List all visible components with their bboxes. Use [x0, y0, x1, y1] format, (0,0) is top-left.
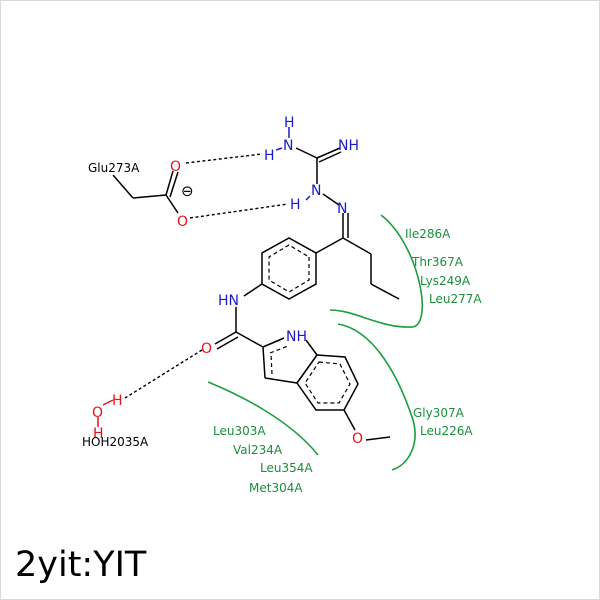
- charge-symbol: ⊖: [181, 182, 194, 200]
- residue-met304: Met304A: [249, 481, 303, 495]
- residue-leu226: Leu226A: [420, 424, 473, 438]
- water-label: HOH2035A: [82, 435, 149, 449]
- residue-glu273: Glu273A: [88, 161, 140, 175]
- atom-h-left-2: H: [290, 197, 301, 213]
- residue-leu303: Leu303A: [213, 424, 266, 438]
- atom-o-methoxy: O: [352, 431, 363, 447]
- residue-ile286: Ile286A: [405, 227, 451, 241]
- hbond-o2-h2: [189, 203, 289, 219]
- residue-thr367: Thr367A: [411, 255, 464, 269]
- ligand-skeleton: [97, 127, 400, 441]
- atom-h-water-1: H: [112, 393, 123, 409]
- glu273-sidechain: [112, 170, 179, 214]
- residue-leu277: Leu277A: [429, 292, 482, 306]
- hbond-o1-h1: [185, 153, 263, 164]
- atom-n-hydrazone-1: N: [311, 183, 321, 199]
- residue-val234: Val234A: [233, 443, 283, 457]
- atom-nh-amide: HN: [218, 293, 239, 309]
- hydrophobic-arc-right: [337, 323, 416, 471]
- atom-n-hydrazone-2: N: [337, 201, 347, 217]
- residue-gly307: Gly307A: [413, 406, 465, 420]
- atom-h-water-2: H: [93, 426, 104, 442]
- atom-nh-indole: NH: [286, 329, 307, 345]
- atom-o-amide: O: [201, 341, 212, 357]
- diagram-title: 2yit:YIT: [15, 545, 147, 585]
- atom-nh-imine: NH: [338, 138, 359, 154]
- atom-h-top: H: [284, 115, 295, 131]
- hbond-oamide-hwater: [124, 349, 203, 399]
- residue-labels: Glu273A Ile286A Thr367A Lys249A Leu277A …: [82, 161, 482, 495]
- hydrogen-bonds: [124, 153, 289, 399]
- residue-leu354: Leu354A: [260, 461, 313, 475]
- residue-lys249: Lys249A: [420, 274, 471, 288]
- atom-h-left-1: H: [264, 148, 275, 164]
- atom-o-carboxyl-1: O: [170, 159, 181, 175]
- atom-labels: H N NH H N H N O O ⊖ HN O NH O O H H: [92, 115, 363, 447]
- atom-n-top: N: [283, 138, 293, 154]
- atom-o-water: O: [92, 405, 103, 421]
- hydrophobic-arc-bottom: [207, 381, 319, 456]
- hydrophobic-arc-top-right: [329, 214, 423, 328]
- hydrophobic-arcs: [207, 214, 423, 471]
- atom-o-carboxyl-2: O: [177, 214, 188, 230]
